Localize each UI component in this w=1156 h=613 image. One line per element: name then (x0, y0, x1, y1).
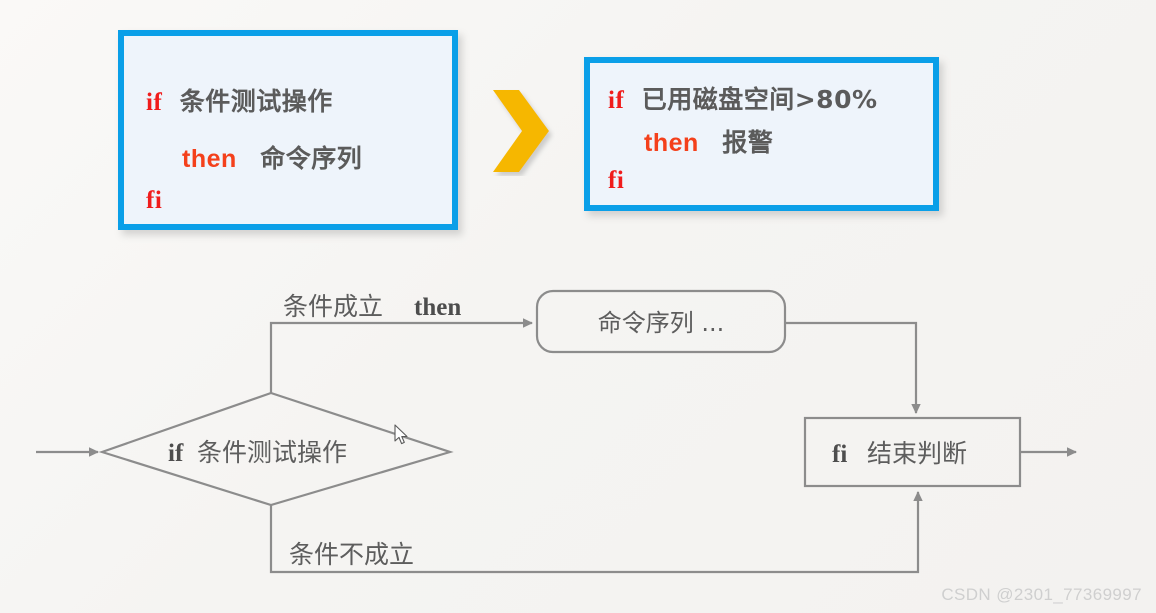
process-to-end-line (785, 321, 921, 414)
process-label: 命令序列 ... (598, 309, 725, 337)
template-line-then: then 命令序列 (182, 139, 362, 175)
keyword-then: then (182, 145, 237, 173)
template-line-if: if 条件测试操作 (146, 82, 333, 118)
watermark-text: CSDN @2301_77369997 (941, 585, 1142, 604)
example-line-then: then 报警 (644, 123, 773, 159)
process-box (535, 289, 787, 354)
keyword-if: if (146, 89, 163, 116)
false-branch-line (269, 491, 923, 574)
end-label: 结束判断 (867, 439, 967, 468)
keyword-fi: fi (608, 167, 625, 194)
example-line-fi: fi (608, 166, 624, 195)
false-branch-label: 条件不成立 (289, 540, 414, 569)
decision-keyword: if (168, 440, 184, 467)
decision-label: 条件测试操作 (197, 438, 347, 467)
true-branch-line (269, 318, 533, 393)
keyword-if: if (608, 87, 625, 114)
example-command-text: 报警 (722, 128, 774, 157)
template-command-text: 命令序列 (260, 144, 363, 173)
pseudocode-panel-example: if 已用磁盘空间>80% then 报警 fi (584, 57, 939, 211)
mouse-cursor (394, 424, 408, 445)
template-condition-text: 条件测试操作 (179, 87, 333, 116)
end-keyword: fi (832, 441, 847, 468)
template-line-fi: fi (146, 186, 162, 215)
true-branch-label-cn: 条件成立 (283, 292, 383, 321)
example-line-if: if 已用磁盘空间>80% (608, 80, 878, 116)
chevron-right-icon (493, 90, 549, 172)
true-branch-label-en: then (414, 294, 461, 321)
keyword-fi: fi (146, 187, 163, 214)
keyword-then: then (644, 129, 699, 157)
pseudocode-panel-template: if 条件测试操作 then 命令序列 fi (118, 30, 458, 230)
decision-diamond (98, 391, 454, 507)
example-condition-text: 已用磁盘空间>80% (641, 85, 878, 114)
flowchart: 条件成立 then 命令序列 ... if 条件测试操作 条件不成立 fi 结束… (36, 289, 1077, 574)
